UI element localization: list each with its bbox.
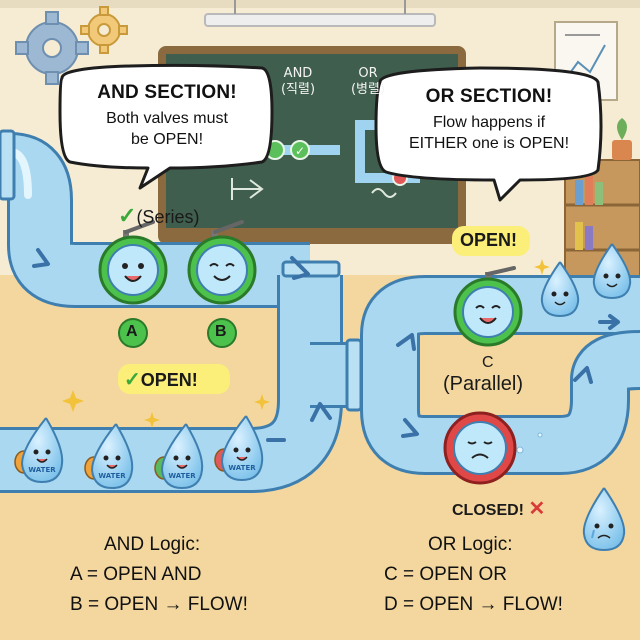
- water-drop-character: WATER: [214, 415, 264, 482]
- water-drop-character: [540, 261, 580, 318]
- or-logic-line2: D = OPEN → FLOW!: [384, 594, 563, 615]
- check-icon: ✓: [118, 203, 137, 228]
- water-drop-character-sad: [582, 487, 626, 552]
- or-bubble-line1: Flow happens if: [432, 114, 546, 131]
- or-logic-title: OR Logic:: [428, 534, 513, 555]
- water-drop-label: WATER: [228, 464, 256, 472]
- water-drop-label: WATER: [98, 472, 126, 480]
- valve-d[interactable]: [443, 411, 517, 485]
- series-label: ✓(Series): [118, 203, 200, 228]
- valve-a-label: A: [126, 323, 138, 340]
- or-bubble-title: OR SECTION!: [425, 86, 553, 107]
- parallel-label: (Parallel): [443, 373, 524, 395]
- cross-icon: ✕: [528, 498, 546, 520]
- gear-icon: [15, 11, 89, 85]
- water-drop-label: WATER: [28, 466, 56, 474]
- or-logic-block: OR Logic: C = OPEN OR D = OPEN → FLOW!: [384, 530, 563, 620]
- chalk-check: ✓: [295, 144, 305, 158]
- water-drop-group: WATER WATER WATER WATER: [14, 415, 264, 490]
- valve-b[interactable]: [187, 220, 257, 305]
- and-speech-bubble: [58, 63, 274, 190]
- valve-a[interactable]: [98, 220, 168, 305]
- and-logic-line2: B = OPEN → FLOW!: [70, 594, 248, 615]
- water-drop-character: [592, 243, 632, 300]
- water-drop-label: WATER: [168, 472, 196, 480]
- closed-tag: CLOSED! ✕: [452, 498, 546, 520]
- gear-icon: [80, 6, 128, 54]
- and-bubble-line2: be OPEN!: [130, 131, 204, 148]
- check-icon: ✓: [124, 369, 141, 391]
- or-speech-bubble: [374, 66, 603, 202]
- water-drop-character: WATER: [154, 423, 204, 490]
- water-drop-character: WATER: [84, 423, 134, 490]
- valve-a-label-bg: [118, 318, 148, 348]
- series-open-tag: ✓OPEN!: [124, 369, 198, 391]
- water-drop-character: WATER: [14, 417, 64, 484]
- valve-c[interactable]: [453, 266, 523, 347]
- valve-b-label-bg: [207, 318, 237, 348]
- sparkle-icon: [62, 259, 550, 428]
- and-bubble-line1: Both valves must: [106, 110, 228, 127]
- and-bubble-text: AND SECTION! Both valves must be OPEN!: [62, 82, 272, 150]
- and-bubble-title: AND SECTION!: [97, 82, 237, 103]
- ceiling-lamp: [204, 13, 436, 27]
- or-bubble-line2: EITHER one is OPEN!: [408, 135, 570, 152]
- open-tag-series-bg: [118, 364, 230, 394]
- and-logic-line1: A = OPEN AND: [70, 564, 202, 585]
- chalkboard-and-label: AND (직렬): [280, 66, 316, 97]
- chalkboard-or-label: OR (병렬): [350, 66, 386, 97]
- or-bubble-text: OR SECTION! Flow happens if EITHER one i…: [378, 86, 600, 154]
- parallel-open-tag: OPEN!: [460, 230, 518, 250]
- or-logic-line1: C = OPEN OR: [384, 564, 507, 585]
- open-tag-parallel-bg: [452, 226, 530, 256]
- and-logic-block: AND Logic: A = OPEN AND B = OPEN → FLOW!: [70, 530, 248, 620]
- and-logic-title: AND Logic:: [104, 534, 201, 555]
- valve-c-label: C: [482, 354, 494, 371]
- valve-b-label: B: [215, 323, 227, 340]
